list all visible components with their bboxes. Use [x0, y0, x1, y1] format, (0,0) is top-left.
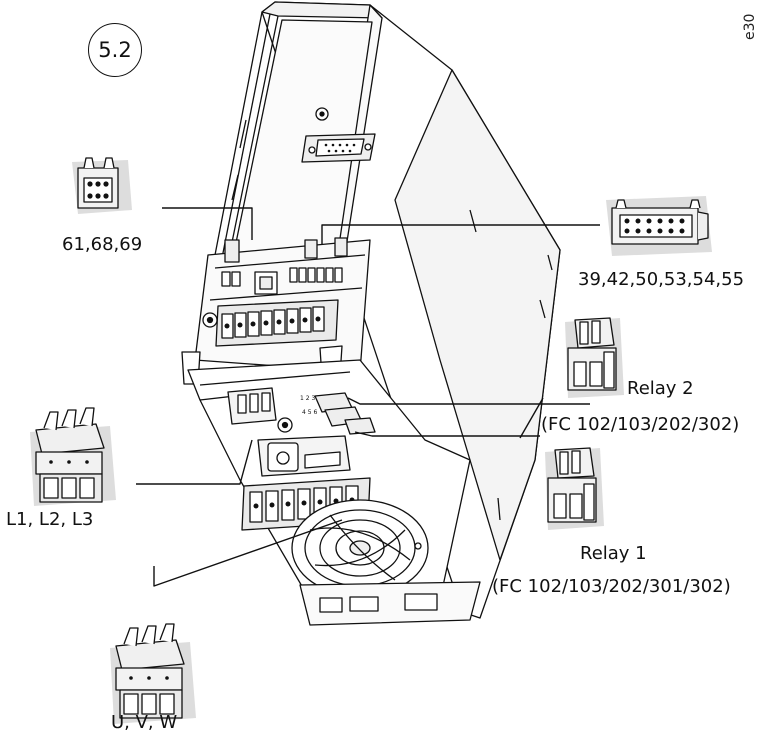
label-motor-u-v-w: U, V, W [111, 712, 178, 733]
control-terminal-block [215, 299, 339, 347]
d-sub-connector [301, 133, 376, 163]
label-39-55: 39,42,50,53,54,55 [578, 269, 745, 290]
svg-text:4 5 6: 4 5 6 [302, 409, 317, 416]
frequency-converter-unit: 1 2 3 4 5 6 [181, 1, 561, 626]
label-relay-1-models: (FC 102/103/202/301/302) [492, 576, 731, 597]
leader-lines [136, 207, 600, 587]
connector-61-68-69-icon [72, 157, 132, 214]
label-mains-l1-l2-l3: L1, L2, L3 [6, 509, 94, 530]
relay-slots [314, 392, 376, 435]
relay-1-connector-icon [545, 447, 604, 530]
document-id: e30 [742, 13, 758, 40]
label-relay-2: Relay 2 [627, 378, 694, 399]
motor-connector-icon [110, 623, 196, 724]
figure-number-badge: 5.2 [88, 23, 142, 77]
connector-39-55-icon [606, 196, 712, 256]
label-relay-2-models: (FC 102/103/202/302) [541, 414, 740, 435]
mains-connector-icon [30, 407, 116, 506]
label-61-68-69: 61,68,69 [62, 234, 143, 255]
svg-text:1 2 3: 1 2 3 [300, 395, 315, 402]
cooling-fan [291, 499, 429, 597]
label-relay-1: Relay 1 [580, 543, 647, 564]
relay-2-connector-icon [565, 317, 624, 398]
